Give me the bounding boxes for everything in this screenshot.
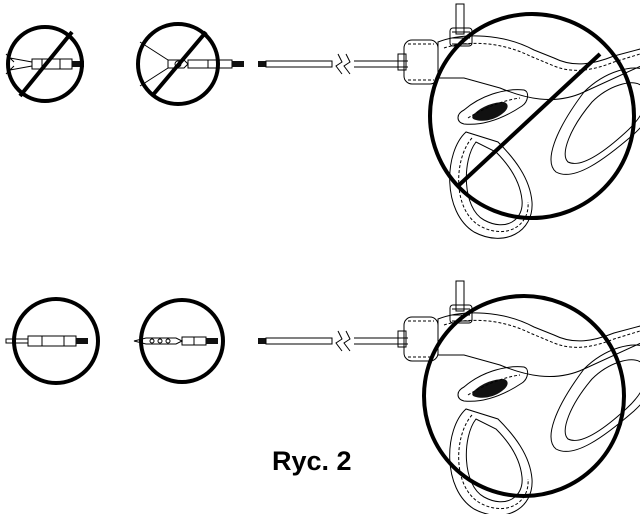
shaft-segment — [257, 53, 409, 75]
figure-caption: Ryc. 2 — [272, 446, 352, 476]
prohibited-sign-2 — [136, 22, 220, 106]
prohibited-sign-3 — [428, 12, 636, 220]
inspection-circle-2 — [139, 298, 225, 384]
inspection-circle-3 — [422, 294, 626, 498]
insert-linkage-closed — [133, 336, 219, 346]
inspection-circle-1 — [12, 297, 100, 385]
prohibited-sign-1 — [6, 25, 84, 103]
row-correct — [5, 280, 640, 514]
instrument-handle — [397, 3, 640, 239]
instrument-handle — [397, 280, 640, 514]
insert-tip-closed — [5, 335, 89, 347]
shaft-segment — [257, 330, 409, 352]
row-incorrect — [5, 3, 640, 239]
